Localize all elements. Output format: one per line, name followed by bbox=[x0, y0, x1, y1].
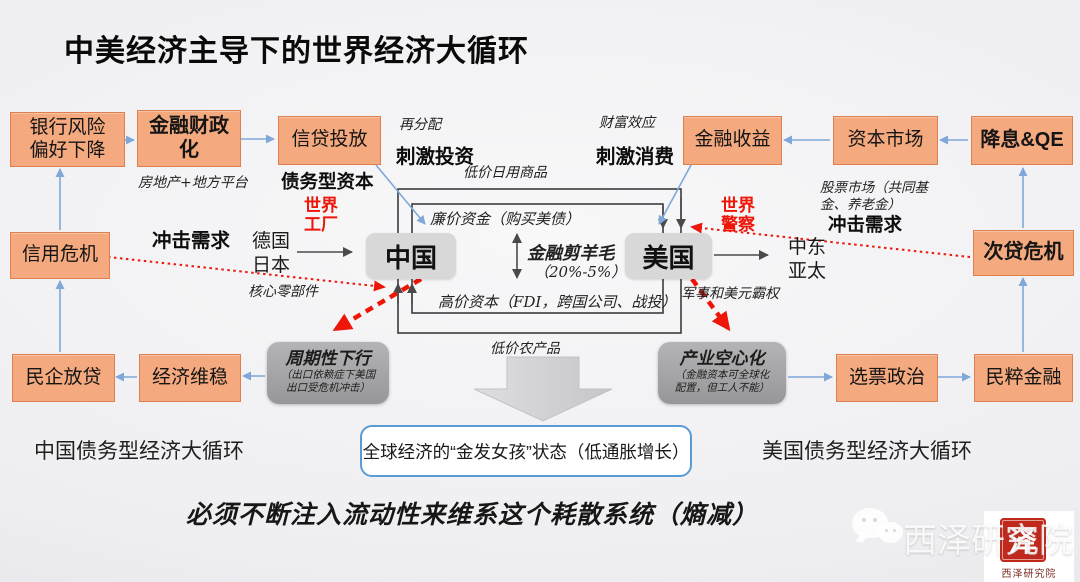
arrow-credit-to-china bbox=[375, 164, 426, 225]
node-bank-risk: 银行风险偏好下降 bbox=[10, 112, 125, 167]
label-cheap-funds: 廉价资金（购买美债） bbox=[430, 210, 581, 228]
node-private-lending: 民企放贷 bbox=[12, 354, 115, 402]
label-demand-shock-right: 冲击需求 bbox=[828, 214, 903, 235]
node-usa: 美国 bbox=[625, 233, 712, 279]
label-core-components: 核心零部件 bbox=[248, 284, 318, 300]
label-redistribution: 再分配 bbox=[399, 117, 441, 133]
institute-seal-caption: 西泽研究院 bbox=[1001, 569, 1057, 580]
node-vote-politics: 选票政治 bbox=[836, 354, 938, 402]
node-financial-income: 金融收益 bbox=[683, 116, 782, 165]
label-stimulate-consumption: 刺激消费 bbox=[596, 146, 675, 168]
label-fleecing-rate: （20%-5%） bbox=[534, 263, 627, 281]
label-wealth-effect: 财富效应 bbox=[599, 115, 655, 131]
node-credit-crisis: 信用危机 bbox=[10, 232, 110, 279]
goldilocks-box: 全球经济的“金发女孩”状态（低通胀增长） bbox=[360, 425, 692, 477]
node-industrial-hollowing: 产业空心化 （金融资本可全球化配置，但工人不能） bbox=[658, 342, 786, 404]
label-world-factory: 世界工厂 bbox=[304, 196, 338, 235]
label-cheap-daily-goods: 低价日用商品 bbox=[463, 165, 547, 181]
node-fiscalization: 金融财政化 bbox=[137, 110, 241, 167]
arrow-usa-to-hollowing bbox=[690, 277, 731, 332]
slogan-text: 必须不断注入流动性来维系这个耗散系统（熵减） bbox=[185, 500, 758, 529]
node-credit-supply: 信贷投放 bbox=[278, 116, 381, 165]
label-demand-shock-left: 冲击需求 bbox=[152, 230, 231, 252]
arrow-finincome-to-usa bbox=[658, 164, 692, 225]
shock-arrow-creditcrisis-to-china bbox=[107, 256, 386, 292]
institute-seal-icon: 泽 bbox=[1000, 518, 1046, 562]
caption-usa-cycle: 美国债务型经济大循环 bbox=[762, 440, 972, 463]
big-down-arrow bbox=[473, 356, 613, 422]
node-subprime-crisis: 次贷危机 bbox=[973, 230, 1074, 276]
shock-arrow-subprime-to-usa bbox=[690, 222, 971, 258]
node-cyclical-downturn: 周期性下行 （出口依赖症下美国出口受危机冲击） bbox=[267, 342, 389, 404]
label-debt-capital: 债务型资本 bbox=[281, 171, 374, 192]
node-china: 中国 bbox=[366, 233, 456, 279]
node-populist-finance: 民粹金融 bbox=[974, 354, 1073, 402]
page-title: 中美经济主导下的世界经济大循环 bbox=[64, 35, 529, 68]
label-real-estate-platform: 房地产+地方平台 bbox=[138, 175, 248, 191]
label-financial-fleecing: 金融剪羊毛 bbox=[527, 244, 615, 264]
watermark-brand-text: 西泽研究院 bbox=[903, 522, 1073, 560]
node-rate-cut-qe: 降息&QE bbox=[971, 116, 1073, 165]
caption-china-cycle: 中国债务型经济大循环 bbox=[34, 440, 244, 463]
label-military-dollar-hegemony: 军事和美元霸权 bbox=[681, 286, 779, 302]
label-cheap-agricultural-goods: 低价农产品 bbox=[490, 341, 560, 357]
label-germany-japan: 德国 日本 bbox=[252, 231, 291, 276]
arrow-china-to-cyclical-downturn bbox=[332, 277, 423, 332]
label-stock-market-funds: 股票市场（共同基金、养老金） bbox=[820, 180, 928, 213]
institute-logo-card: 泽 西泽研究院 bbox=[984, 511, 1074, 582]
node-economic-stability: 经济维稳 bbox=[139, 354, 241, 402]
label-stimulate-investment: 刺激投资 bbox=[396, 146, 475, 168]
label-middle-east-asia: 中东 亚太 bbox=[788, 237, 827, 282]
wechat-icon bbox=[852, 508, 908, 552]
label-expensive-capital: 高价资本（FDI，跨国公司、战投） bbox=[438, 293, 677, 311]
label-world-police: 世界警察 bbox=[721, 196, 755, 235]
node-capital-market: 资本市场 bbox=[833, 116, 938, 165]
